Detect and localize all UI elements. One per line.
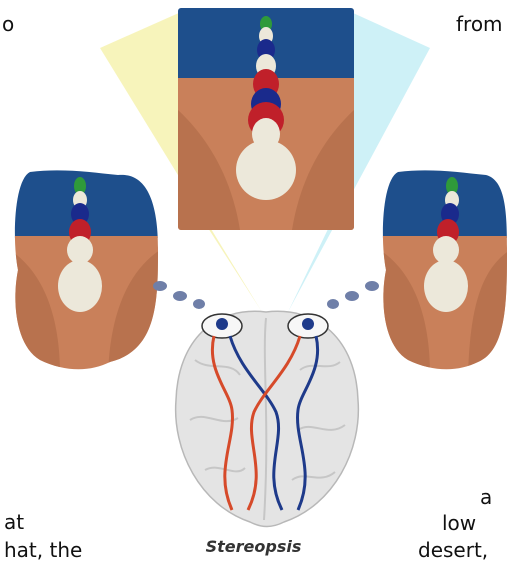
figure-caption: Stereopsis	[0, 537, 507, 556]
left-thought-dots	[153, 281, 205, 309]
right-eye	[288, 314, 328, 338]
text-fragment-top-right: from	[456, 14, 503, 34]
right-eye-image	[380, 168, 507, 376]
left-eye	[202, 314, 242, 338]
text-fragment-right-2: low	[442, 513, 476, 533]
text-fragment-lower-left-1: at	[4, 512, 24, 532]
text-fragment-top-left: o	[2, 14, 14, 34]
left-eye-image	[10, 168, 160, 376]
text-fragment-right-1: a	[480, 487, 492, 507]
brain	[176, 311, 359, 526]
fused-image-top	[178, 8, 354, 230]
right-thought-dots	[327, 281, 379, 309]
